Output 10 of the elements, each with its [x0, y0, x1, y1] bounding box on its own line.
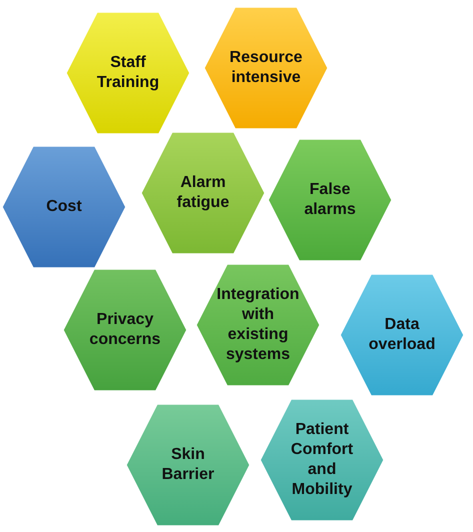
hexagon-label: Skin Barrier [160, 445, 216, 485]
hexagon-label: Alarm fatigue [176, 173, 230, 213]
hexagon-label: False alarms [303, 180, 357, 220]
hexagon-label: Cost [46, 197, 82, 217]
hexagon-label: Data overload [368, 315, 436, 355]
hexagon-label: Resource intensive [228, 48, 304, 88]
hexagon-label: Privacy concerns [88, 310, 162, 350]
hexagon-label: Integration with existing systems [216, 285, 300, 365]
hexagon-label: Patient Comfort and Mobility [290, 420, 354, 500]
hexagon-label: Staff Training [96, 53, 160, 93]
